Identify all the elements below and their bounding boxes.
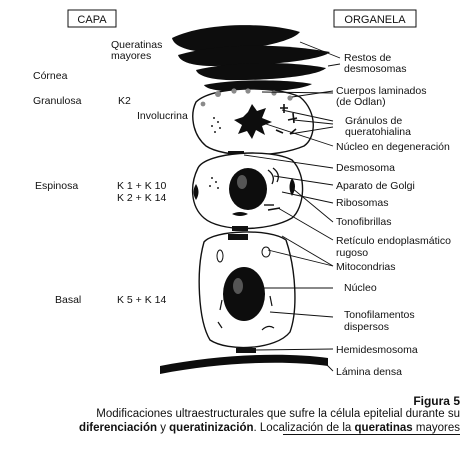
- mitochondria: [216, 246, 271, 263]
- figure-caption: Modificaciones ultraestructurales que su…: [40, 407, 460, 435]
- organela-header: ORGANELA: [344, 14, 406, 26]
- label-basal: Basal: [55, 294, 81, 306]
- caption-line-2: diferenciación y queratinización. Locali…: [40, 421, 460, 435]
- label-queratinas-1: Queratinas: [111, 39, 162, 51]
- lamina-densa: [160, 354, 328, 374]
- tonofibrils: [193, 178, 295, 216]
- nucleus-spinous: [229, 168, 267, 210]
- dispersed-tonofilaments: [217, 295, 275, 331]
- caption-word-queratinizacion: queratinización: [169, 422, 254, 434]
- spinous-cell: [191, 152, 304, 231]
- label-queratinas-2: mayores: [111, 50, 151, 62]
- label-reticulo-2: rugoso: [336, 247, 368, 259]
- hemidesmosome: [236, 348, 256, 353]
- label-basal-k: K 5 + K 14: [117, 294, 166, 306]
- cornified-squames: [172, 25, 330, 93]
- leader-lines: [243, 41, 341, 372]
- label-nucleo-degen: Núcleo en degeneración: [336, 141, 450, 153]
- golgi: [267, 167, 279, 185]
- label-restos-1: Restos de: [344, 52, 391, 64]
- label-granulos-2: queratohialina: [345, 126, 411, 138]
- label-espinosa: Espinosa: [35, 180, 78, 192]
- caption-line-1: Modificaciones ultraestructurales que su…: [96, 408, 460, 420]
- organela-header-box: [333, 9, 417, 28]
- keratohyalin-granules: [275, 104, 298, 135]
- nucleus-basal: [223, 267, 265, 321]
- label-golgi: Aparato de Golgi: [336, 180, 415, 192]
- caption-text-3: mayores: [412, 422, 460, 434]
- label-tonofilamentos-1: Tonofilamentos: [344, 309, 415, 321]
- label-desmosoma: Desmosoma: [336, 162, 395, 174]
- capa-header-box: [67, 9, 117, 28]
- label-hemidesmosoma: Hemidesmosoma: [336, 344, 418, 356]
- desmosome-2: [232, 226, 248, 231]
- caption-text-1: y: [157, 422, 170, 434]
- desmosome-3: [228, 234, 248, 240]
- label-lamina: Lámina densa: [336, 366, 402, 378]
- label-espinosa-k2: K 2 + K 14: [117, 192, 166, 204]
- caption-rule: [283, 434, 460, 435]
- label-granulosa-k: K2: [118, 95, 131, 107]
- label-granulos-1: Gránulos de: [345, 115, 402, 127]
- label-granulosa: Granulosa: [33, 95, 82, 107]
- label-tonofilamentos-2: dispersos: [344, 321, 389, 333]
- label-involucrina: Involucrina: [137, 110, 188, 122]
- figure-title: Figura 5: [413, 394, 460, 408]
- label-restos-2: desmosomas: [344, 63, 406, 75]
- basal-cell: [198, 231, 296, 353]
- label-reticulo-1: Retículo endoplasmático: [336, 235, 451, 247]
- degenerating-nucleus: [234, 104, 272, 139]
- lamellar-bodies: [200, 88, 293, 107]
- label-cornea: Córnea: [33, 70, 68, 82]
- label-cuerpos-1: Cuerpos laminados: [336, 85, 426, 97]
- label-tonofibrillas: Tonofibrillas: [336, 216, 391, 228]
- label-espinosa-k1: K 1 + K 10: [117, 180, 166, 192]
- label-nucleo: Núcleo: [344, 282, 377, 294]
- caption-text-2: . Localización de la: [253, 422, 355, 434]
- label-cuerpos-2: (de Odlan): [336, 96, 386, 108]
- caption-word-diferenciacion: diferenciación: [79, 422, 158, 434]
- label-mitocondrias: Mitocondrias: [336, 261, 396, 273]
- capa-header: CAPA: [77, 14, 107, 26]
- label-ribosomas: Ribosomas: [336, 197, 389, 209]
- caption-word-queratinas: queratinas: [354, 422, 413, 434]
- granular-cell: [192, 88, 314, 156]
